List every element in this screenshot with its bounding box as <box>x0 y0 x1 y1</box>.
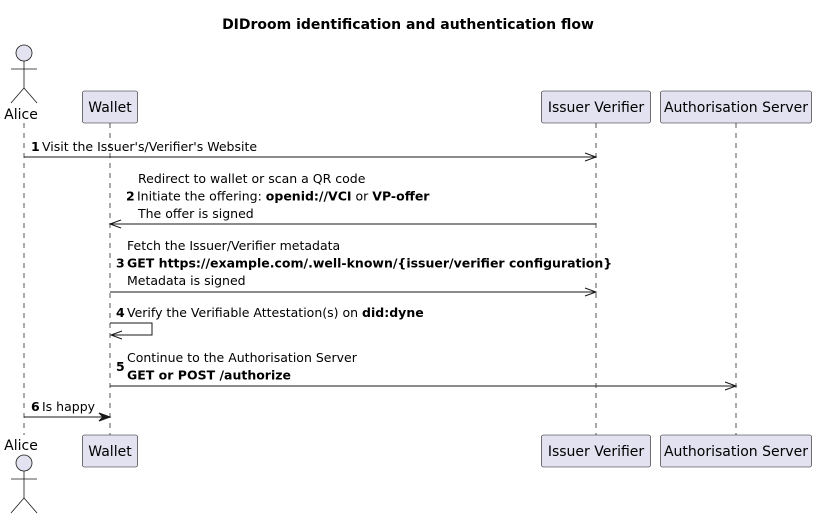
arrowhead <box>98 412 112 422</box>
message-text-segment: GET https://example.com/.well-known/{iss… <box>127 256 612 271</box>
actor-leg-left <box>10 497 25 514</box>
diagram-title: DIDroom identification and authenticatio… <box>222 17 594 33</box>
message-text-segment: Metadata is signed <box>127 273 246 288</box>
message-text-line: GET https://example.com/.well-known/{iss… <box>127 256 612 271</box>
message-text-segment: Continue to the Authorisation Server <box>127 350 358 365</box>
message-number: 4 <box>116 305 125 320</box>
participant-label: Issuer Verifier <box>548 100 645 116</box>
actor-label: Alice <box>4 438 38 454</box>
message-text-segment: Is happy <box>42 399 96 414</box>
message-text-segment: Visit the Issuer's/Verifier's Website <box>42 139 257 154</box>
participant-label: Authorisation Server <box>664 444 808 460</box>
self-arrow <box>110 322 153 336</box>
message-text-segment: or <box>352 189 373 204</box>
message-text-line: Redirect to wallet or scan a QR code <box>138 171 366 186</box>
message-number: 3 <box>116 256 125 271</box>
message-text-segment: VP-offer <box>372 189 430 204</box>
actor-head-icon <box>15 44 33 62</box>
participant-issuer-top: Issuer Verifier <box>541 90 651 124</box>
actor-leg-right <box>23 87 38 104</box>
participant-auth-bottom: Authorisation Server <box>660 434 812 468</box>
participant-box <box>82 90 138 124</box>
message-text-segment: Initiate the offering: <box>137 189 266 204</box>
arrowhead <box>109 330 123 340</box>
message-text-line: GET or POST /authorize <box>127 368 291 383</box>
message-number: 1 <box>31 139 40 154</box>
participant-box <box>660 90 812 124</box>
actor-alice-bottom: Alice <box>4 438 38 514</box>
participant-issuer-bottom: Issuer Verifier <box>541 434 651 468</box>
participant-label: Issuer Verifier <box>548 444 645 460</box>
message-text-segment: Fetch the Issuer/Verifier metadata <box>127 238 340 253</box>
arrowhead <box>584 152 598 162</box>
message-text-segment: did:dyne <box>362 305 424 320</box>
actor-head-icon <box>15 454 33 472</box>
message-text-line: Fetch the Issuer/Verifier metadata <box>127 238 340 253</box>
arrowhead <box>724 381 738 391</box>
participant-box <box>541 434 651 468</box>
participant-box <box>82 434 138 468</box>
message-number: 5 <box>116 359 125 374</box>
message-text-segment: Verify the Verifiable Attestation(s) on <box>127 305 362 320</box>
message-number: 2 <box>126 189 135 204</box>
participant-label: Wallet <box>88 100 132 116</box>
message-text-line: Is happy <box>42 399 96 414</box>
message-text-segment: GET or POST /authorize <box>127 368 291 383</box>
message-text-segment: The offer is signed <box>137 206 254 221</box>
participant-box <box>660 434 812 468</box>
arrowhead <box>584 287 598 297</box>
actor-leg-right <box>23 497 38 514</box>
participant-label: Authorisation Server <box>664 100 808 116</box>
arrowhead <box>108 219 122 229</box>
message-text-line: Continue to the Authorisation Server <box>127 350 358 365</box>
participant-auth-top: Authorisation Server <box>660 90 812 124</box>
participant-wallet-bottom: Wallet <box>82 434 138 468</box>
participant-wallet-top: Wallet <box>82 90 138 124</box>
message-text-line: Metadata is signed <box>127 273 246 288</box>
message-text-line: Initiate the offering: openid://VCI or V… <box>137 189 430 204</box>
message-text-line: Visit the Issuer's/Verifier's Website <box>42 139 257 154</box>
actor-alice-top: Alice <box>4 44 38 123</box>
message-text-segment: Redirect to wallet or scan a QR code <box>138 171 366 186</box>
participant-label: Wallet <box>88 444 132 460</box>
message-text-line: Verify the Verifiable Attestation(s) on … <box>127 305 424 320</box>
actor-label: Alice <box>4 107 38 123</box>
actor-leg-left <box>10 87 25 104</box>
message-number: 6 <box>31 399 40 414</box>
message-text-segment: openid://VCI <box>266 189 352 204</box>
lifelines <box>23 123 737 435</box>
message-text-line: The offer is signed <box>137 206 254 221</box>
participant-box <box>541 90 651 124</box>
